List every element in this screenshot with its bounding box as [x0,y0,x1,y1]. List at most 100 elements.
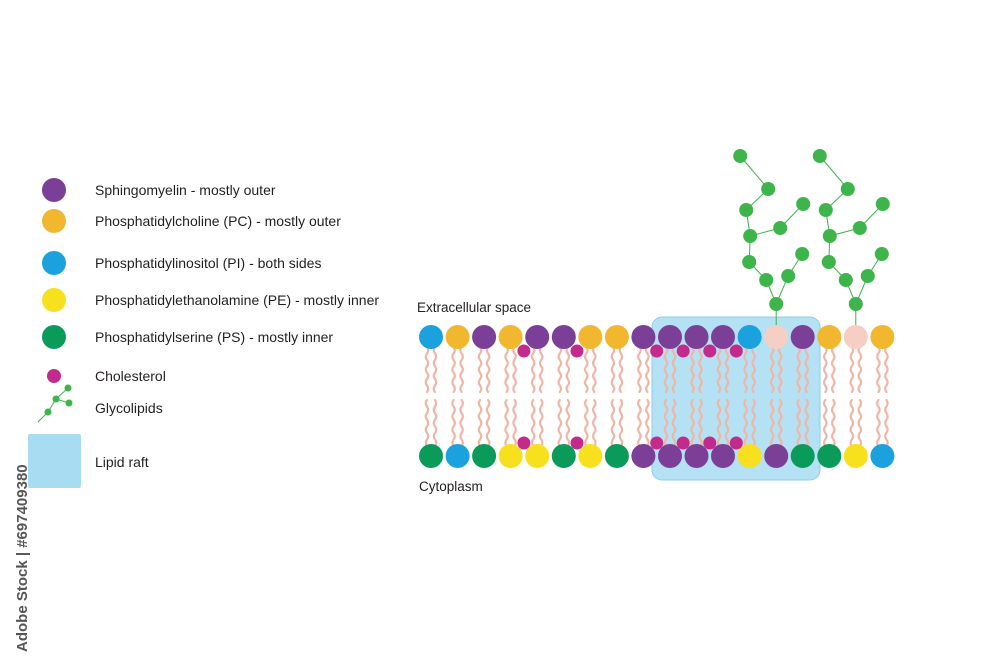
lipid-tail [583,398,589,448]
lipid-tail [743,345,748,394]
lipid-tail [716,345,722,394]
glycan-sugar [773,221,788,235]
cholesterol [517,344,531,358]
legend-label-ps: Phosphatidylserine (PS) - mostly inner [95,329,333,345]
lipid-tail [512,345,517,394]
glycan-sugar [743,229,758,243]
lipid-tail [645,398,650,448]
lipid-tail [432,398,438,448]
outer-head-glycolipid [764,325,789,349]
glycan-sugar [739,203,754,217]
inner-head-pe [525,444,550,468]
glycan-sugar [822,229,837,243]
inner-head-sphingomyelin [764,444,789,468]
outer-head-sphingomyelin [472,325,497,349]
outer-head-pc [817,325,842,349]
glycan-sugar [838,273,853,287]
lipid-tail [663,398,669,448]
inner-head-pi [870,444,895,468]
lipid-tail [504,398,509,448]
lipid-tail [459,345,464,394]
lipid-tail [637,398,642,448]
lipid-tail [830,398,836,448]
glycan-sugar [818,203,833,217]
legend-label-raft: Lipid raft [95,454,149,470]
cholesterol [650,436,664,450]
outer-head-pi [737,325,762,349]
glycan-sugar [795,247,810,261]
lipid-tail [459,398,464,448]
legend-swatch-sphingomyelin [42,178,66,202]
lipid-tail [583,345,589,394]
glycolipid-chains [733,149,890,325]
lipid-tail [724,398,730,448]
inner-head-ps [790,444,815,468]
lipid-tail [849,345,855,394]
lipid-tail [591,345,597,394]
glycan-bond [819,155,849,190]
lipid-raft [651,316,821,481]
lipid-tail [451,398,456,448]
glycan-sugar [733,149,748,163]
cholesterol [650,344,664,358]
lipid-tail [876,345,881,394]
legend-label-glycolipids: Glycolipids [95,400,163,416]
glycan-sugar [761,182,776,196]
legend-swatch-ps [42,325,66,349]
legend-swatch-raft [28,434,81,488]
lipid-tail [432,345,438,394]
outer-head-sphingomyelin [631,325,656,349]
legend-label-pe: Phosphatidylethanolamine (PE) - mostly i… [95,292,379,308]
outer-head-sphingomyelin [525,325,550,349]
lipid-tail [822,345,828,394]
lipid-tail [743,398,748,448]
lipid-tail [751,398,756,448]
inner-head-sphingomyelin [631,444,656,468]
lipid-tail [512,398,517,448]
glycan-sugar [759,273,774,287]
outer-head-pc [604,325,629,349]
outer-head-sphingomyelin [790,325,815,349]
lipid-tail [857,398,863,448]
lipid-tail [769,398,775,448]
lipid-tail [637,345,642,394]
lipid-tail [424,345,430,394]
glycan-sugar [848,297,863,311]
inner-head-pe [578,444,603,468]
stock-watermark-text: Adobe Stock | #697409380 [14,464,31,652]
lipid-tail [477,345,483,394]
lipid-tail [716,398,722,448]
glycan-bond [739,155,769,190]
outer-head-sphingomyelin [551,325,576,349]
glycan-sugar [781,269,796,283]
lipid-tail [504,345,509,394]
cholesterol [517,436,531,450]
lipid-tail [618,398,624,448]
lipid-tail [796,398,802,448]
extracellular-space-label: Extracellular space [417,300,531,315]
lipid-tail [618,345,624,394]
outer-head-pi [419,325,443,349]
lipid-tail [769,345,775,394]
inner-head-pe [737,444,762,468]
lipid-tail [424,398,430,448]
cholesterol [703,436,717,450]
glycan-sugar [874,247,889,261]
lipid-tail [777,398,783,448]
lipid-tail [645,345,650,394]
legend-swatch-pe [42,288,66,312]
lipid-tail [849,398,855,448]
lipid-tail [876,398,881,448]
inner-head-sphingomyelin [684,444,709,468]
lipid-tail [451,345,456,394]
cholesterol [703,344,717,358]
lipid-tail [857,345,863,394]
lipid-tails [424,345,889,448]
lipid-tail [804,345,810,394]
cholesterol [676,436,690,450]
lipid-tail [804,398,810,448]
lipid-tail [690,398,695,448]
glycan-sugar [812,149,827,163]
legend-swatch-glycolipids [37,384,73,423]
